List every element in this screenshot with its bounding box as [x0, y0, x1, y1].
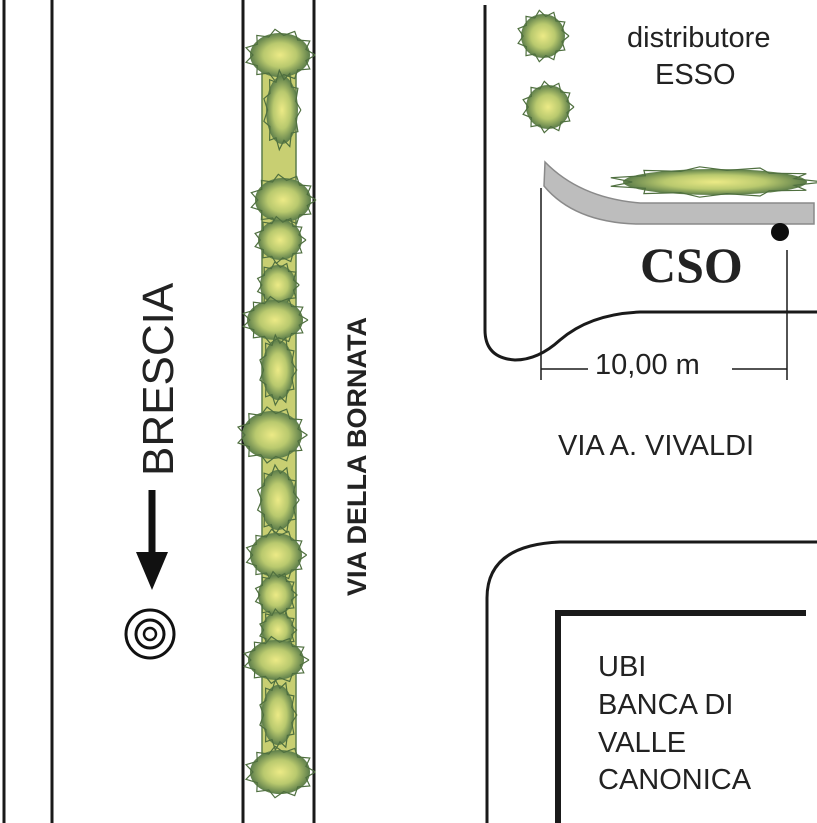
shrub: [259, 333, 298, 407]
shrub: [244, 28, 316, 82]
station-hedge: [610, 166, 817, 198]
main-road-lines: [2, 0, 316, 823]
dimension-lines: [540, 188, 788, 380]
bank-name-line4: CANONICA: [598, 764, 752, 796]
dot-marker-icon: [771, 223, 789, 241]
median-hedge: [236, 28, 317, 799]
shrub: [256, 463, 300, 537]
direction-label: BRESCIA: [134, 282, 183, 476]
station-name-line2: ESSO: [655, 59, 736, 91]
shrub: [245, 528, 308, 582]
station-shrubs: [517, 9, 575, 134]
street-label-vivaldi: VIA A. VIVALDI: [558, 430, 754, 462]
shrub: [254, 570, 298, 620]
shrub: [244, 745, 316, 799]
bank-name-line3: VALLE: [598, 727, 686, 759]
shrub: [263, 68, 302, 152]
shrub: [254, 215, 307, 265]
shrub: [243, 635, 310, 685]
cso-label: CSO: [640, 237, 743, 293]
shrub: [522, 80, 575, 134]
station-name-line1: distributore: [627, 22, 770, 54]
shrub: [610, 166, 817, 198]
bank-name-line1: UBI: [598, 651, 646, 683]
shrub: [250, 173, 317, 227]
shrub: [517, 9, 570, 63]
bank-name-line2: BANCA DI: [598, 689, 733, 721]
side-street-lines: [483, 5, 817, 823]
station-curb: [543, 160, 815, 225]
distance-label: 10,00 m: [595, 349, 700, 381]
shrub: [236, 406, 308, 464]
shrub: [242, 295, 309, 345]
arrow-down-icon: [136, 490, 168, 590]
concentric-circles-icon: [124, 608, 176, 660]
street-label-bornata: VIA DELLA BORNATA: [342, 317, 372, 596]
bank-building-outline: [555, 610, 806, 823]
shrub: [259, 678, 298, 752]
